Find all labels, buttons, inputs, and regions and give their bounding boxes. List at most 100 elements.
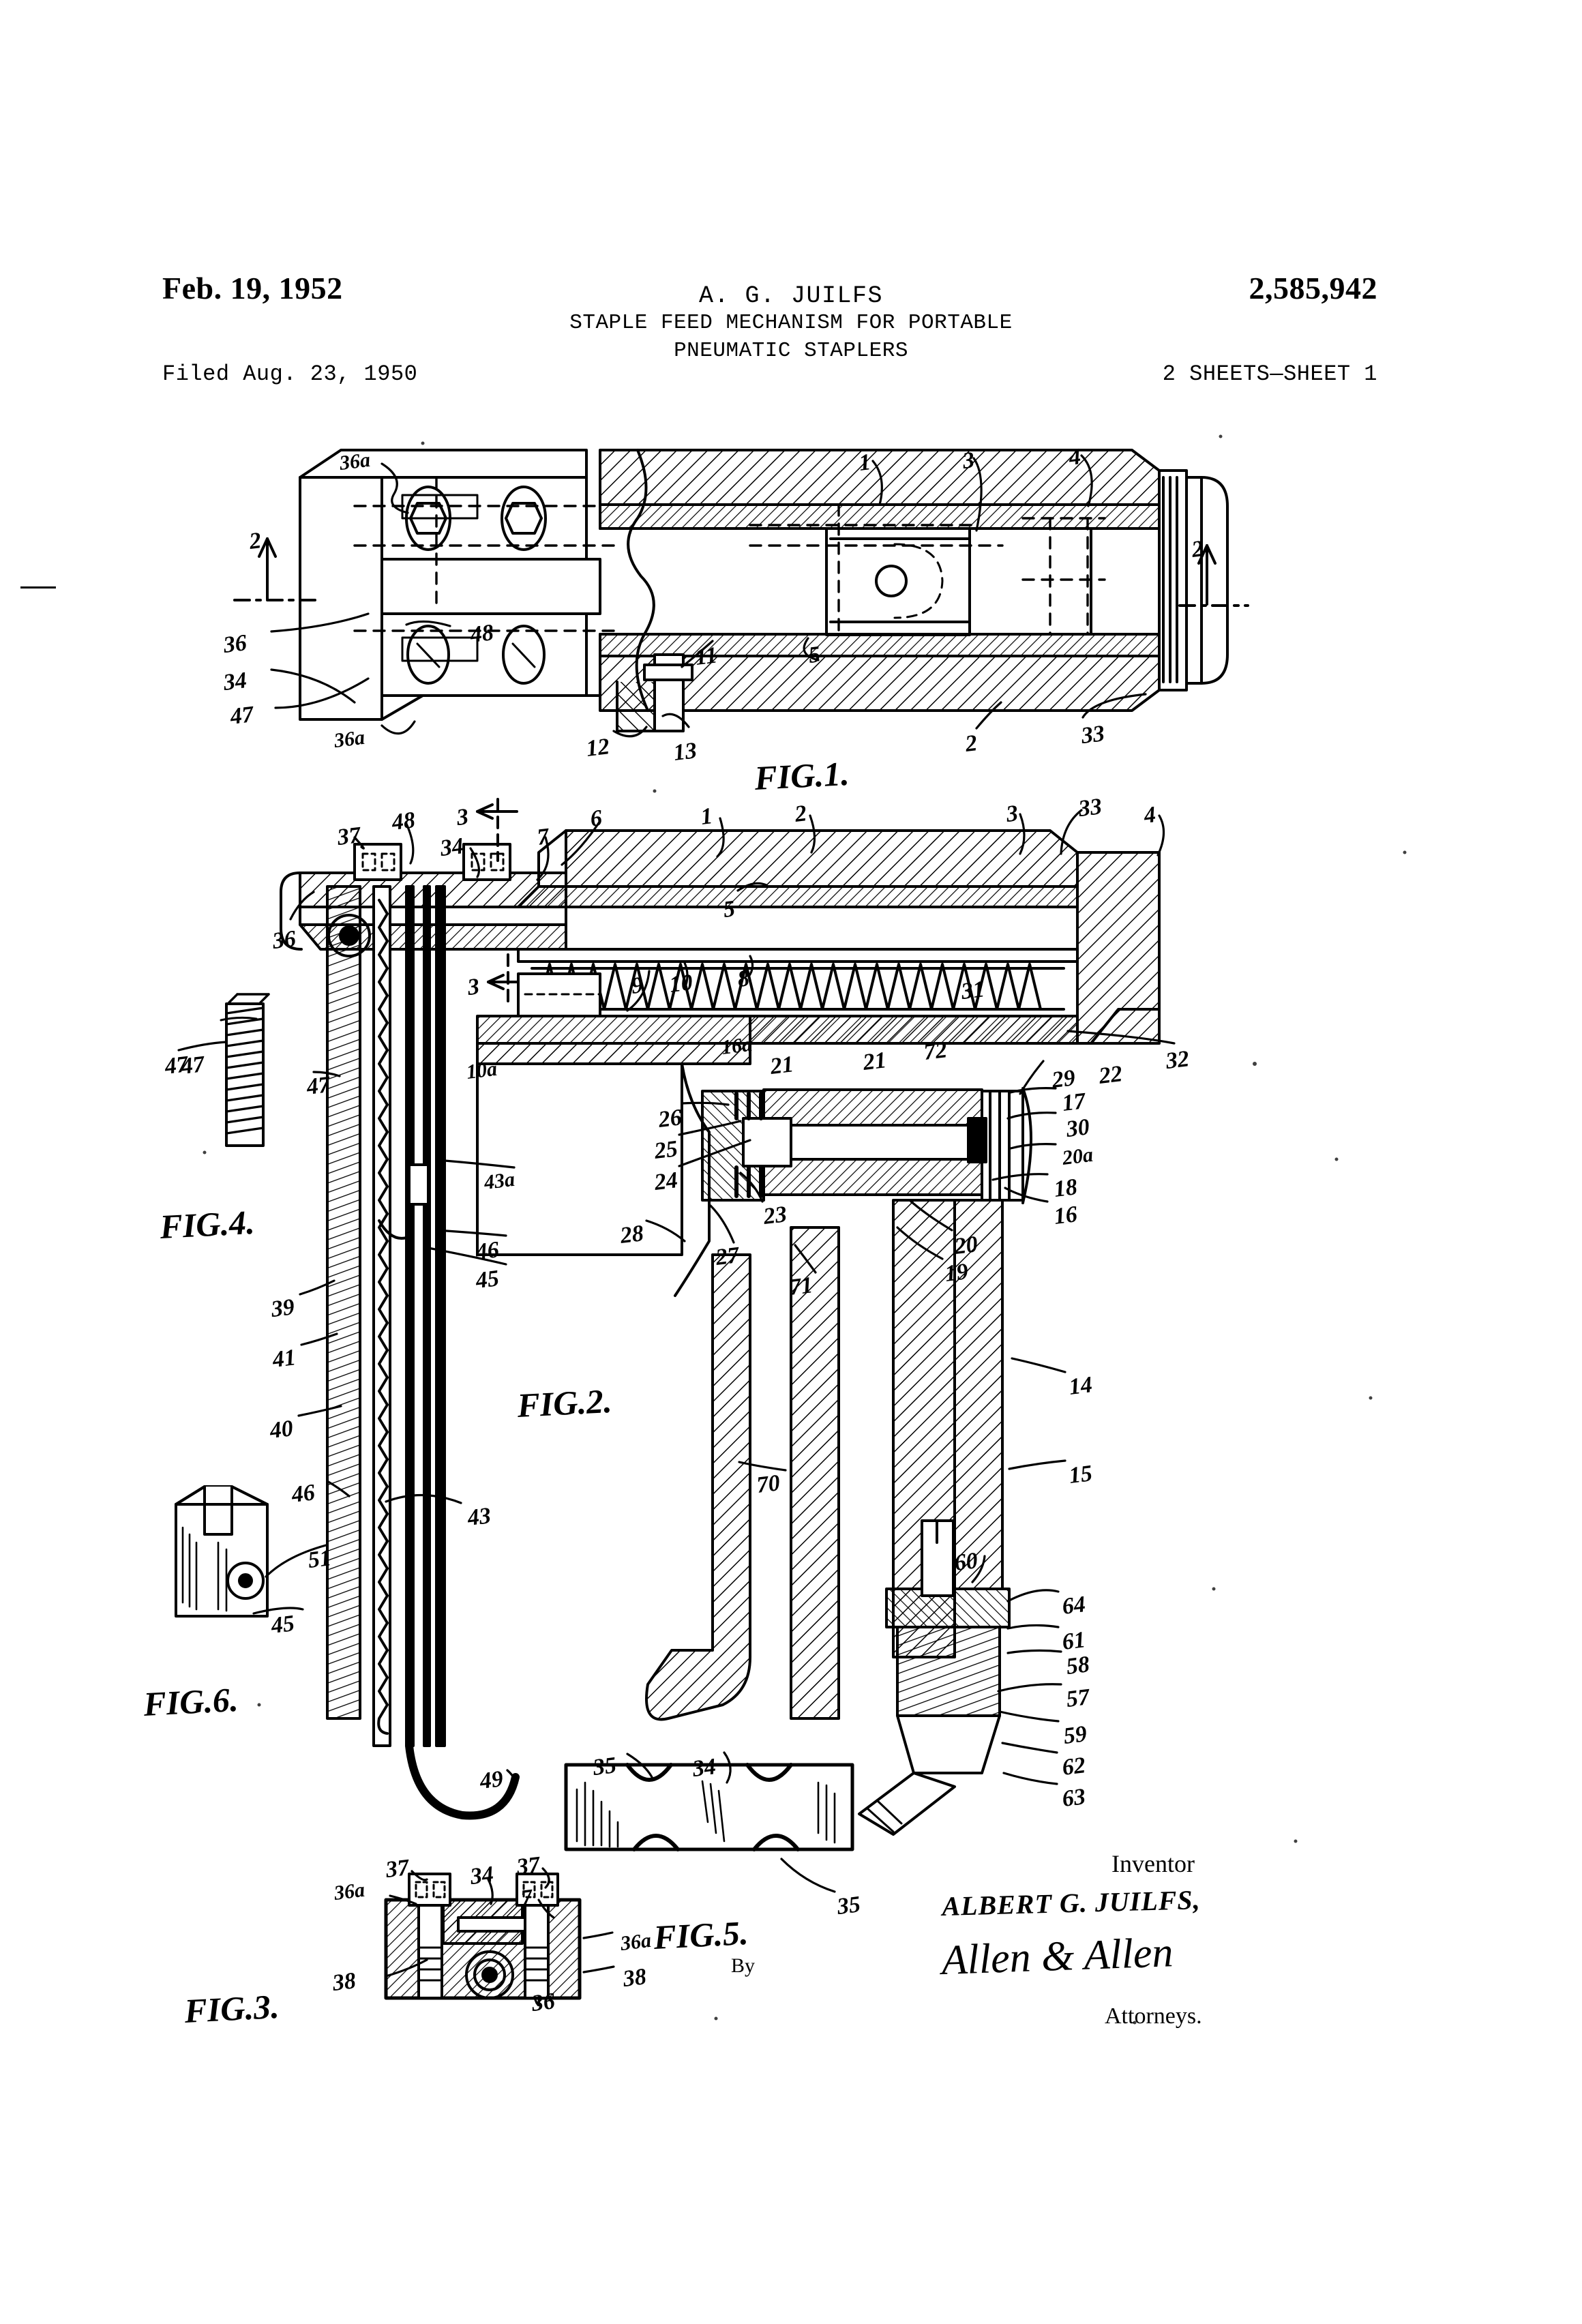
reference-numeral-fig2-32: 32: [1164, 1046, 1191, 1074]
reference-numeral-fig1-36a: 36a: [333, 726, 366, 752]
figure-label-fig2: FIG.2.: [516, 1381, 613, 1425]
reference-numeral-fig2-20a: 20a: [1061, 1143, 1094, 1170]
reference-numeral-fig2-16a: 16a: [720, 1032, 753, 1059]
reference-numeral-fig6-45: 45: [269, 1611, 296, 1639]
reference-numeral-fig2-15: 15: [1067, 1461, 1094, 1489]
reference-numeral-fig1-2: 2: [964, 730, 979, 757]
reference-numeral-fig3-36a: 36a: [619, 1928, 653, 1955]
reference-numeral-fig3-37: 37: [384, 1855, 411, 1883]
reference-numeral-fig3-38: 38: [331, 1968, 357, 1996]
title-line-1: STAPLE FEED MECHANISM FOR PORTABLE: [569, 311, 1013, 335]
reference-numeral-fig2-71: 71: [788, 1272, 814, 1300]
reference-numeral-fig1-2: 2: [248, 528, 263, 554]
reference-numeral-fig2-21: 21: [861, 1047, 888, 1075]
figure-label-fig1: FIG.1.: [753, 754, 850, 798]
reference-numeral-fig2-24: 24: [653, 1167, 679, 1195]
reference-numeral-fig2-18: 18: [1052, 1174, 1079, 1202]
reference-numeral-fig5-35: 35: [835, 1892, 862, 1920]
reference-numeral-fig1-13: 13: [672, 738, 698, 766]
reference-numeral-fig2-14: 14: [1067, 1372, 1094, 1400]
reference-numeral-fig2-8: 8: [736, 966, 751, 992]
reference-numeral-fig2-45: 45: [474, 1266, 501, 1294]
sheet-count: 2 SHEETS—SHEET 1: [1162, 361, 1377, 387]
reference-numeral-fig2-43: 43: [466, 1503, 492, 1531]
reference-numeral-fig2-22: 22: [1097, 1061, 1124, 1089]
reference-numeral-fig3-7: 7: [519, 1885, 534, 1911]
reference-numeral-fig3-38: 38: [621, 1964, 648, 1992]
reference-numeral-fig6-46: 46: [290, 1480, 316, 1508]
issue-date: Feb. 19, 1952: [162, 271, 343, 306]
reference-numeral-fig2-70: 70: [755, 1470, 781, 1498]
reference-numeral-fig2-30: 30: [1064, 1114, 1091, 1142]
reference-numeral-fig1-1: 1: [857, 449, 872, 476]
reference-numeral-fig2-57: 57: [1064, 1684, 1091, 1712]
reference-numeral-fig3-34: 34: [468, 1862, 495, 1890]
reference-numeral-fig2-46: 46: [474, 1237, 501, 1265]
reference-numeral-fig5-35: 35: [591, 1753, 618, 1781]
reference-numeral-fig2-37: 37: [335, 822, 362, 850]
reference-numeral-fig2-3: 3: [455, 804, 470, 831]
reference-numeral-fig2-10a: 10a: [465, 1057, 498, 1084]
reference-numeral-fig2-31: 31: [959, 977, 986, 1004]
attorney-signature: Allen & Allen: [940, 1929, 1174, 1984]
reference-numeral-fig2-1: 1: [699, 803, 714, 830]
title-line-2: PNEUMATIC STAPLERS: [674, 339, 908, 363]
reference-numeral-fig2-28: 28: [618, 1221, 645, 1249]
reference-numeral-fig1-34: 34: [222, 668, 248, 696]
reference-numeral-fig1-36a: 36a: [338, 448, 372, 475]
reference-numeral-fig2-43a: 43a: [483, 1167, 516, 1194]
reference-numeral-fig2-7: 7: [535, 824, 550, 850]
reference-numeral-fig1-11: 11: [693, 642, 719, 670]
reference-numeral-fig2-41: 41: [271, 1345, 297, 1373]
reference-numeral-fig1-36: 36: [222, 630, 248, 658]
fig2-drawing: [280, 798, 1161, 1836]
reference-numeral-fig2-39: 39: [269, 1294, 296, 1322]
reference-numeral-fig2-17: 17: [1060, 1088, 1087, 1116]
reference-numeral-fig2-62: 62: [1060, 1753, 1087, 1781]
figure-label-fig3: FIG.3.: [183, 1986, 280, 2031]
reference-numeral-fig4-47: 47: [163, 1052, 190, 1079]
figure-label-fig6: FIG.6.: [143, 1680, 239, 1724]
inventor-initials: A. G. JUILFS: [698, 282, 884, 310]
reference-numeral-fig2-49: 49: [478, 1766, 505, 1794]
reference-numeral-fig2-33: 33: [1077, 794, 1103, 822]
reference-numeral-fig5-34: 34: [691, 1754, 717, 1782]
patent-number: 2,585,942: [1249, 271, 1377, 306]
reference-numeral-fig1-3: 3: [961, 447, 976, 474]
inventor-name: ALBERT G. JUILFS,: [941, 1884, 1202, 1922]
reference-numeral-fig6-51: 51: [306, 1545, 333, 1573]
fig1-drawing: [233, 449, 1249, 738]
reference-numeral-fig1-4: 4: [1067, 444, 1082, 471]
reference-numeral-fig2-23: 23: [762, 1202, 788, 1230]
reference-numeral-fig1-2: 2: [1190, 536, 1205, 563]
reference-numeral-fig2-40: 40: [268, 1416, 295, 1444]
reference-numeral-fig2-34: 34: [438, 833, 465, 861]
reference-numeral-fig2-61: 61: [1060, 1627, 1087, 1655]
reference-numeral-fig2-27: 27: [714, 1242, 741, 1270]
reference-numeral-fig2-58: 58: [1064, 1652, 1091, 1680]
reference-numeral-fig2-6: 6: [588, 805, 603, 832]
reference-numeral-fig2-5: 5: [721, 896, 736, 923]
filed-date: Filed Aug. 23, 1950: [162, 361, 418, 387]
reference-numeral-fig2-10: 10: [668, 970, 694, 998]
reference-numeral-fig1-5: 5: [807, 642, 822, 668]
reference-numeral-fig2-2: 2: [793, 801, 808, 827]
reference-numeral-fig1-48: 48: [468, 620, 495, 648]
figure-label-fig4: FIG.4.: [159, 1202, 256, 1247]
fig4-drawing: [220, 993, 270, 1147]
inventor-word: Inventor: [1111, 1850, 1195, 1877]
by-word: By: [731, 1954, 756, 1977]
reference-numeral-fig2-60: 60: [953, 1548, 979, 1576]
figure-label-fig5: FIG.5.: [653, 1913, 749, 1957]
reference-numeral-fig2-9: 9: [629, 972, 644, 999]
reference-numeral-fig3-37: 37: [515, 1852, 541, 1880]
reference-numeral-fig2-36: 36: [271, 926, 297, 954]
reference-numeral-fig2-63: 63: [1060, 1784, 1087, 1812]
reference-numeral-fig2-26: 26: [657, 1105, 683, 1133]
fig6-drawing: [175, 1485, 269, 1618]
reference-numeral-fig2-29: 29: [1050, 1065, 1077, 1093]
fig3-drawing: [384, 1867, 615, 2007]
reference-numeral-fig2-72: 72: [922, 1037, 949, 1065]
reference-numeral-fig3-36a: 36a: [333, 1878, 366, 1905]
